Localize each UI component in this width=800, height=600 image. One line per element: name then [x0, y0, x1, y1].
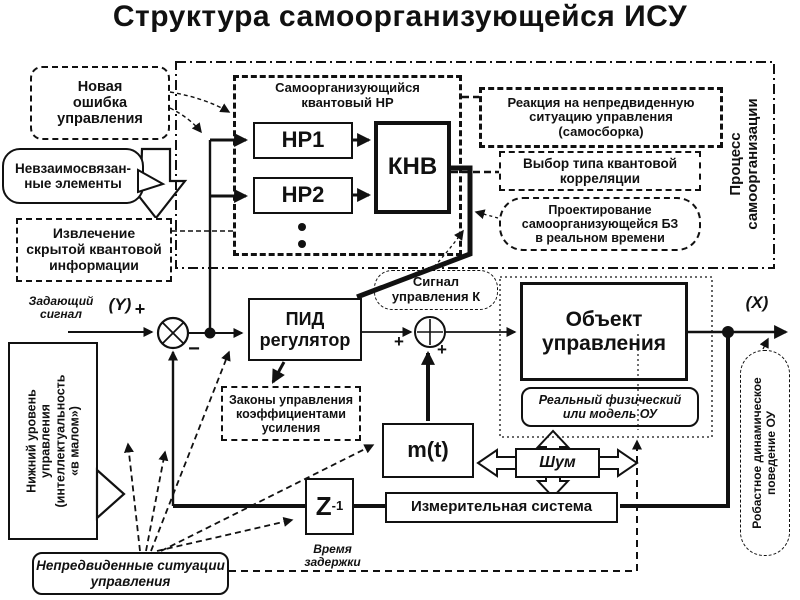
- callout-real-model: Реальный физический или модель ОУ: [521, 387, 699, 427]
- label-delay-time: Время задержки: [304, 541, 361, 569]
- block-measuring-system: Измерительная система: [385, 492, 618, 523]
- callout-lower-level: Нижний уровень управления (интеллектуаль…: [8, 342, 98, 540]
- block-delay-z: Z-1: [305, 478, 354, 535]
- label-setpoint: Задающий сигнал: [28, 293, 94, 321]
- block-noise: Шум: [515, 448, 600, 478]
- block-pid: ПИД регулятор: [248, 298, 362, 361]
- callout-reaction: Реакция на непредвиденную ситуацию управ…: [479, 87, 723, 148]
- block-np2: НР2: [253, 177, 353, 214]
- block-np1: НР1: [253, 122, 353, 159]
- block-mt: m(t): [382, 423, 474, 478]
- callout-control-signal: Сигнал управления К: [374, 270, 498, 310]
- sign-plus-input: +: [134, 298, 146, 319]
- callout-robust-text: Робастное динамическое поведение ОУ: [750, 377, 778, 529]
- label-process-selforg: Процесс самоорганизации: [719, 64, 769, 264]
- callout-extraction: Извлечение скрытой квантовой информации: [16, 218, 172, 282]
- z-sup: -1: [331, 498, 344, 514]
- callout-new-error: Новая ошибка управления: [30, 66, 170, 140]
- lower-level-pointer: [95, 467, 126, 521]
- junction-dot: [204, 327, 216, 339]
- output-junction-dot: [722, 326, 734, 338]
- z-base: Z: [315, 490, 332, 521]
- callout-lower-level-text: Нижний уровень управления (интеллектуаль…: [24, 374, 82, 508]
- callout-correlation-choice: Выбор типа квантовой корреляции: [499, 151, 701, 191]
- label-process-selforg-text: Процесс самоорганизации: [726, 98, 761, 230]
- callout-control-laws: Законы управления коэффициентами усилени…: [221, 386, 361, 441]
- block-knv: КНВ: [374, 121, 451, 214]
- block-plant: Объект управления: [520, 282, 688, 381]
- group-quantum-np-label: Самоорганизующийся квантовый НР: [275, 80, 420, 110]
- page-title: Структура самоорганизующейся ИСУ: [112, 0, 688, 33]
- label-x: (X): [745, 293, 769, 313]
- sign-plus-sum-left: +: [394, 332, 404, 352]
- sign-plus-sum-right: +: [437, 340, 447, 360]
- label-y: (Y): [108, 295, 132, 315]
- callout-robust: Робастное динамическое поведение ОУ: [740, 350, 790, 556]
- callout-unrelated-elements: Невзаимосвязан- ные элементы: [2, 148, 144, 204]
- callout-kb-design: Проектирование самоорганизующейся БЗ в р…: [499, 197, 701, 251]
- callout-unforeseen: Непредвиденные ситуации управления: [32, 552, 229, 595]
- sign-minus-feedback: −: [188, 337, 200, 360]
